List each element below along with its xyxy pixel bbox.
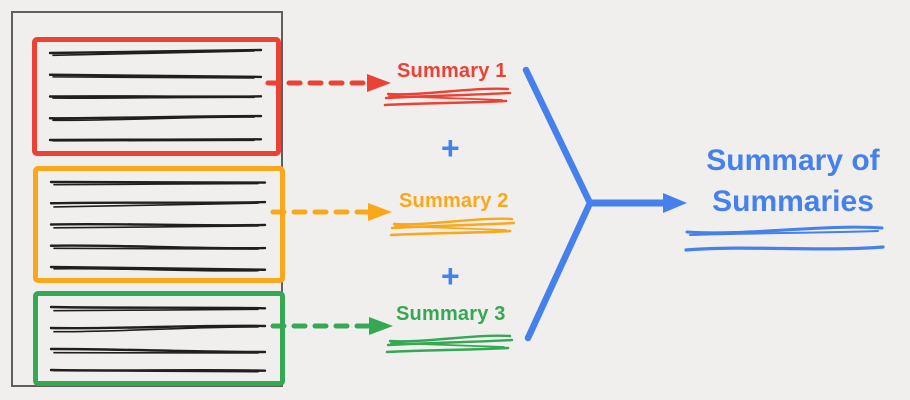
document-section-green <box>33 291 285 386</box>
summary-3-label: Summary 3 <box>396 303 506 325</box>
summary-of-summaries-title: Summary of Summaries <box>688 140 898 222</box>
document-outline <box>11 11 285 387</box>
title-line-1: Summary of <box>706 144 880 177</box>
title-line-2: Summaries <box>712 185 874 218</box>
plus-sign: + <box>441 258 460 294</box>
summary-2-label: Summary 2 <box>399 190 509 212</box>
handwritten-text-lines <box>48 48 263 142</box>
document-section-red <box>32 37 281 156</box>
summary-1-label: Summary 1 <box>397 60 507 82</box>
handwritten-text-lines <box>49 180 267 272</box>
handwritten-text-lines <box>49 305 267 373</box>
plus-sign: + <box>441 130 460 166</box>
document-section-orange <box>33 166 285 283</box>
